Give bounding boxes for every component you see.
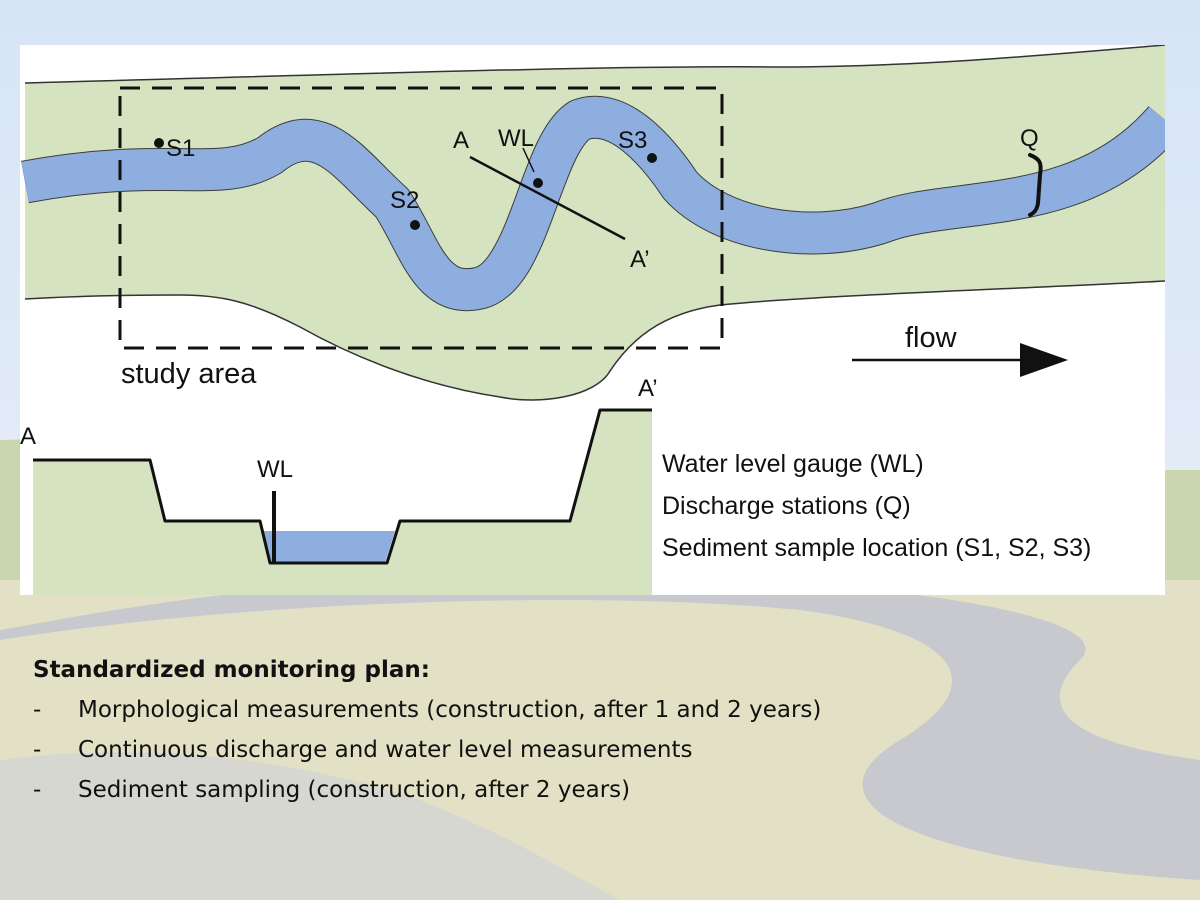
plan-item: - Morphological measurements (constructi… xyxy=(33,690,1153,730)
flow-label: flow xyxy=(905,322,958,354)
study-area-box xyxy=(118,86,724,350)
figure-panel: S1 S2 S3 A WL A’ Q study area flow A A’ … xyxy=(20,45,1165,595)
plan-title: Standardized monitoring plan: xyxy=(33,657,430,683)
label-a-prime: A’ xyxy=(630,246,650,273)
cross-section-profile xyxy=(33,408,652,565)
cross-section-water xyxy=(263,531,395,563)
plan-item-text: Continuous discharge and water level mea… xyxy=(78,737,693,763)
legend-item-sediment: Sediment sample location (S1, S2, S3) xyxy=(662,534,1092,562)
legend: Water level gauge (WL) Discharge station… xyxy=(662,443,1162,569)
flow-arrow-head xyxy=(1020,343,1068,377)
bullet-dash: - xyxy=(33,777,42,803)
plan-item: - Continuous discharge and water level m… xyxy=(33,730,1153,770)
plan-item: - Sediment sampling (construction, after… xyxy=(33,770,1153,810)
water-level-gauge-point xyxy=(533,178,543,188)
sample-point-s2 xyxy=(410,220,420,230)
label-s3: S3 xyxy=(618,127,647,154)
river-diagram: S1 S2 S3 A WL A’ Q study area flow A A’ … xyxy=(20,45,1165,595)
discharge-station-bracket xyxy=(1028,153,1043,217)
legend-item-wl: Water level gauge (WL) xyxy=(662,450,924,478)
cross-section-label-a: A xyxy=(20,423,36,450)
label-a: A xyxy=(453,127,469,154)
plan-item-text: Sediment sampling (construction, after 2… xyxy=(78,777,631,803)
sample-point-s1 xyxy=(154,138,164,148)
legend-item-q: Discharge stations (Q) xyxy=(662,492,911,520)
section-line-a-a-prime xyxy=(469,155,626,241)
cross-section-label-wl: WL xyxy=(257,456,293,483)
label-q: Q xyxy=(1020,125,1039,152)
cross-section-ground xyxy=(33,410,652,595)
sample-point-s3 xyxy=(647,153,657,163)
label-s1: S1 xyxy=(166,135,195,162)
monitoring-plan: Standardized monitoring plan: - Morpholo… xyxy=(33,650,1153,810)
label-s2: S2 xyxy=(390,187,419,214)
study-area-label: study area xyxy=(121,358,257,390)
cross-section-label-a-prime: A’ xyxy=(638,375,658,402)
bullet-dash: - xyxy=(33,737,42,763)
label-wl: WL xyxy=(498,125,534,152)
plan-item-text: Morphological measurements (construction… xyxy=(78,697,822,723)
bullet-dash: - xyxy=(33,697,42,723)
wl-leader-line xyxy=(522,147,535,173)
